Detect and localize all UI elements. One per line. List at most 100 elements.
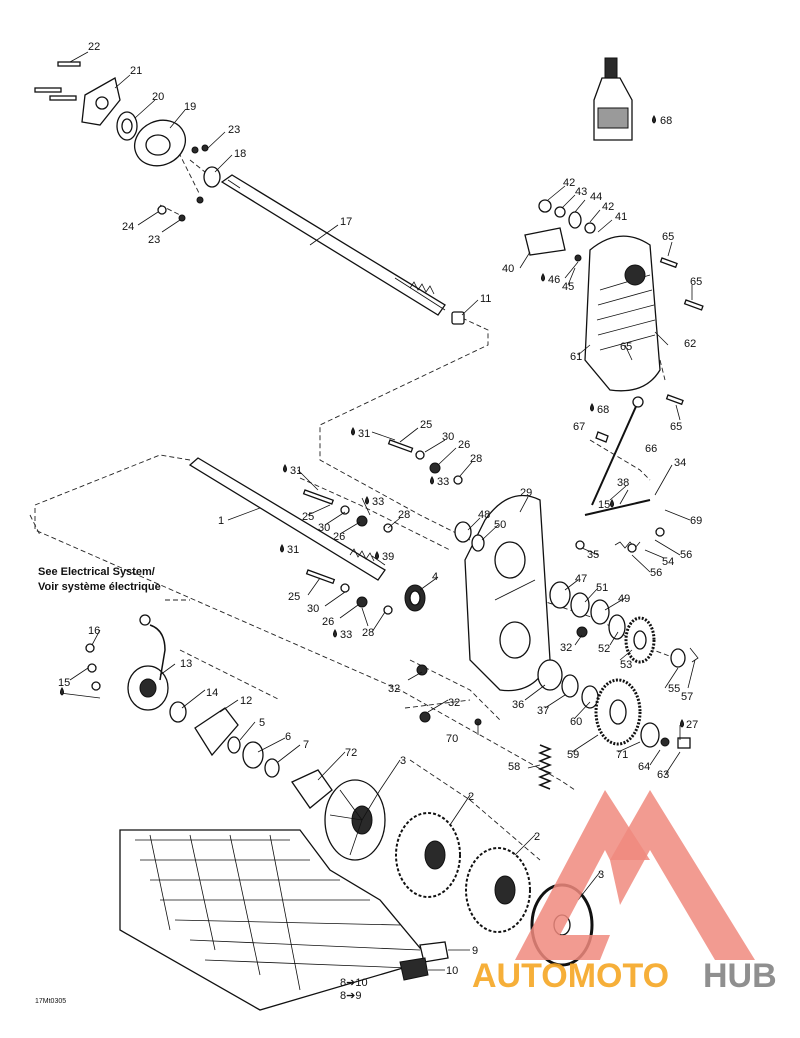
callout-25c: 25 xyxy=(288,591,300,603)
washer-64 xyxy=(660,737,670,747)
shaft-17 xyxy=(220,174,446,316)
callout-67: 67 xyxy=(573,421,585,433)
bearing-6 xyxy=(242,741,264,769)
spring-58 xyxy=(537,744,553,790)
electrical-note-line-2: Voir système électrique xyxy=(38,581,161,593)
washer-51 xyxy=(570,592,590,618)
nut-32 xyxy=(576,626,588,638)
callout-65: 65 xyxy=(662,231,674,243)
callout-26b: 26 xyxy=(333,531,345,543)
callout-69: 69 xyxy=(690,515,702,527)
drop-icon xyxy=(430,476,434,485)
callout-61: 61 xyxy=(570,351,582,363)
nut-23b xyxy=(178,214,186,222)
callout-40: 40 xyxy=(502,263,514,275)
callout-7: 7 xyxy=(303,739,309,751)
track xyxy=(119,829,449,1011)
callout-64: 64 xyxy=(638,761,650,773)
callout-46: 46 xyxy=(548,274,560,286)
drop-icon xyxy=(610,499,614,508)
callout-41: 41 xyxy=(615,211,627,223)
bolt-22c xyxy=(49,95,77,101)
assembly-dash-lines xyxy=(29,144,681,861)
callout-32b: 32 xyxy=(388,683,400,695)
callout-25b: 25 xyxy=(302,511,314,523)
cotter-57 xyxy=(689,647,699,663)
watermark-logo-triangle-right xyxy=(610,790,755,960)
spacer-71 xyxy=(640,722,660,748)
bolt-63 xyxy=(677,737,691,749)
drop-icon xyxy=(283,464,287,473)
callout-13: 13 xyxy=(180,658,192,670)
callout-56b: 56 xyxy=(650,567,662,579)
callout-48: 48 xyxy=(478,509,490,521)
main-shaft xyxy=(188,439,463,615)
bushing-48 xyxy=(454,521,472,543)
callout-28b: 28 xyxy=(398,509,410,521)
clip-9 xyxy=(419,941,449,963)
callout-34: 34 xyxy=(674,457,686,469)
watermark-brand-hub: HUB xyxy=(703,957,777,995)
figure-code: 17Mt0305 xyxy=(35,998,66,1005)
nut-55 xyxy=(670,648,686,668)
callout-3: 3 xyxy=(400,755,406,767)
drop-icon xyxy=(652,115,656,124)
bolt-22b xyxy=(34,87,62,93)
callout-37: 37 xyxy=(537,705,549,717)
callout-19: 19 xyxy=(184,101,196,113)
callout-29: 29 xyxy=(520,487,532,499)
callout-32: 32 xyxy=(560,642,572,654)
lube-drop-icons xyxy=(60,115,684,728)
callout-54: 54 xyxy=(662,556,674,568)
callout-24: 24 xyxy=(122,221,134,233)
callout-65c: 65 xyxy=(620,341,632,353)
seal-50 xyxy=(471,534,485,552)
bearing-47 xyxy=(549,581,571,609)
oil-bottle xyxy=(593,57,633,141)
callout-27: 27 xyxy=(686,719,698,731)
drive-sprockets xyxy=(324,779,594,967)
callout-49: 49 xyxy=(618,593,630,605)
drop-icon xyxy=(365,496,369,505)
watermark-logo: AUTOMOTO HUB xyxy=(472,790,777,995)
leader-lines xyxy=(59,51,696,971)
callout-33: 33 xyxy=(437,476,449,488)
callout-8-to-10: 8➔10 xyxy=(340,977,368,989)
callout-10: 10 xyxy=(446,965,458,977)
callout-50: 50 xyxy=(494,519,506,531)
circlip-60 xyxy=(581,685,599,709)
nut-16 xyxy=(85,643,95,653)
washer-37 xyxy=(561,674,579,698)
drop-icon xyxy=(680,719,684,728)
callout-26: 26 xyxy=(458,439,470,451)
callout-3b: 3 xyxy=(598,869,604,881)
callout-72: 72 xyxy=(345,747,357,759)
callout-8-to-9: 8➔9 xyxy=(340,990,361,1002)
callout-12: 12 xyxy=(240,695,252,707)
callout-62: 62 xyxy=(684,338,696,350)
callout-42b: 42 xyxy=(602,201,614,213)
washer-43 xyxy=(554,206,566,218)
callout-15: 15 xyxy=(598,499,610,511)
callout-17: 17 xyxy=(340,216,352,228)
callout-47: 47 xyxy=(575,573,587,585)
callout-68b: 68 xyxy=(597,404,609,416)
callout-30: 30 xyxy=(442,431,454,443)
callout-60: 60 xyxy=(570,716,582,728)
callout-21: 21 xyxy=(130,65,142,77)
callout-71: 71 xyxy=(616,749,628,761)
callout-66: 66 xyxy=(645,443,657,455)
callout-31: 31 xyxy=(358,428,370,440)
callout-30c: 30 xyxy=(307,603,319,615)
drop-icon xyxy=(375,551,379,560)
callout-56: 56 xyxy=(680,549,692,561)
callout-4: 4 xyxy=(432,571,438,583)
callout-15b: 15 xyxy=(58,677,70,689)
callout-68: 68 xyxy=(660,115,672,127)
washer-42 xyxy=(538,199,552,213)
shaft-1 xyxy=(188,457,386,581)
bushing-11 xyxy=(451,311,465,325)
callout-23: 23 xyxy=(228,124,240,136)
callout-5: 5 xyxy=(259,717,265,729)
